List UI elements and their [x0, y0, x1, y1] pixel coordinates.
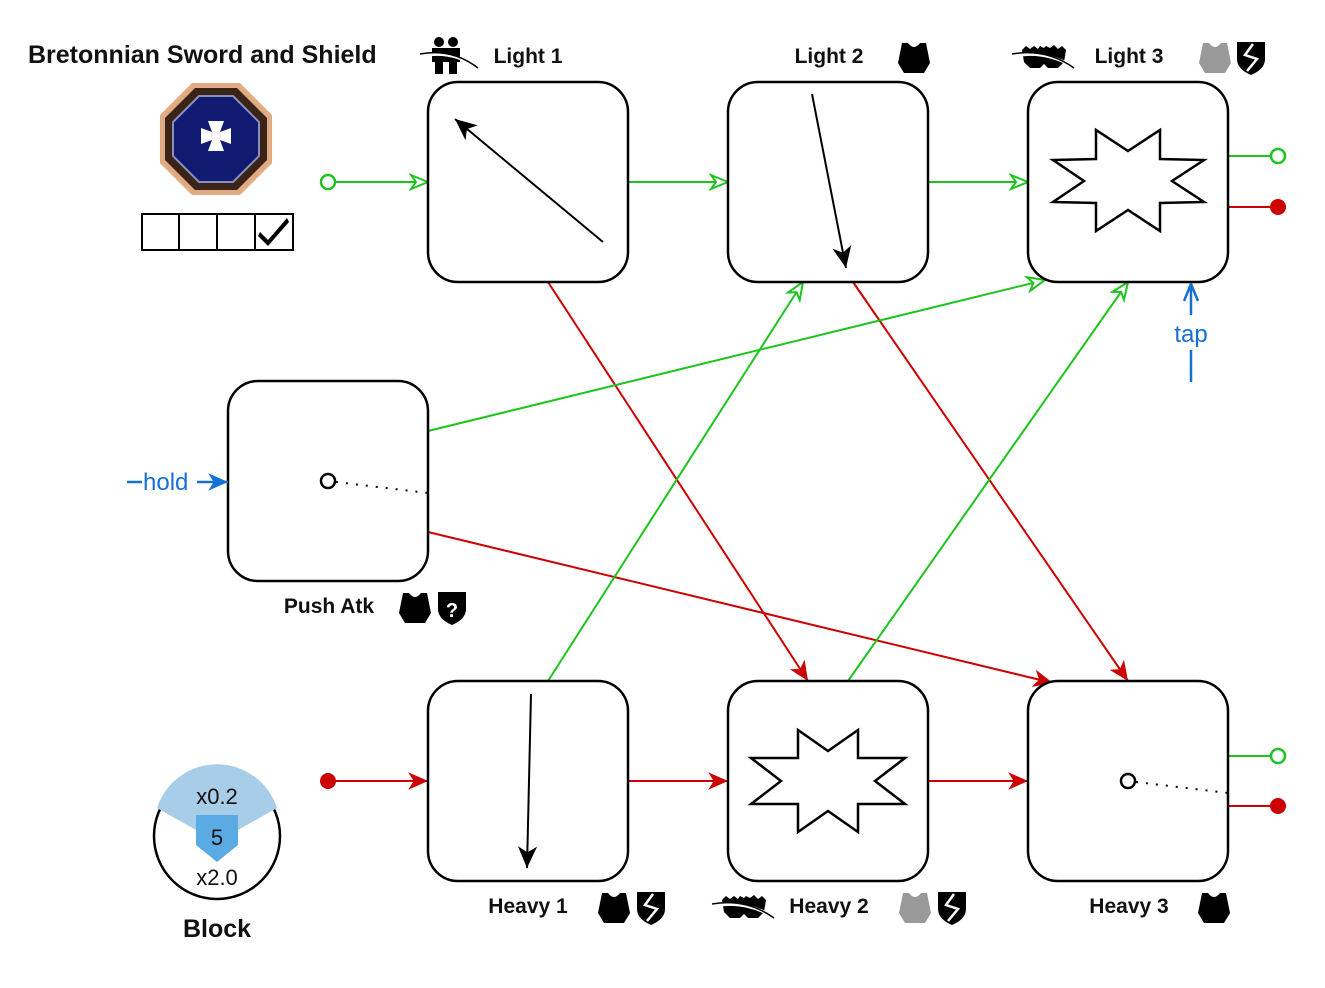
label-light3: Light 3	[1095, 45, 1164, 68]
node-heavy3[interactable]	[1026, 679, 1230, 883]
hold-input: hold	[127, 469, 228, 496]
dot-icon	[319, 472, 337, 490]
node-heavy2[interactable]	[726, 679, 930, 883]
label-light2: Light 2	[795, 45, 864, 68]
shield-broken-icon	[1235, 40, 1267, 77]
armor-grey-icon	[1199, 43, 1231, 73]
motion-arrow-icon	[454, 118, 604, 243]
edge-heavy2-light3	[847, 282, 1128, 682]
heavy-out-port	[1270, 199, 1286, 215]
svg-text:?: ?	[446, 600, 458, 622]
block-label: Block	[183, 915, 251, 943]
label-light1: Light 1	[494, 45, 563, 68]
feet-swept-icon	[1010, 43, 1076, 70]
shield-broken-icon	[936, 890, 968, 927]
feet-swept-icon	[710, 893, 776, 920]
node-light3[interactable]	[1026, 80, 1230, 284]
heavy-out-port	[1270, 798, 1286, 814]
charge-boxes	[141, 213, 294, 251]
start-light-port	[319, 173, 337, 191]
checkmark-icon	[258, 218, 289, 246]
two-figures-swept-icon	[418, 35, 480, 76]
charge-box	[216, 213, 256, 251]
node-light2[interactable]	[726, 80, 930, 284]
hold-label: hold	[143, 469, 188, 496]
motion-arrow-icon	[811, 93, 852, 269]
armor-black-icon	[399, 593, 431, 623]
dot-icon	[1119, 772, 1137, 790]
armor-grey-icon	[899, 893, 931, 923]
burst-icon	[747, 727, 909, 835]
shield-question-icon: ?	[438, 592, 466, 625]
edge-push-light3	[427, 280, 1045, 432]
label-heavy1: Heavy 1	[488, 895, 568, 918]
node-push[interactable]	[226, 379, 430, 583]
start-heavy-port	[320, 773, 336, 789]
tap-input: tap	[1174, 284, 1208, 382]
light-out-port	[1269, 147, 1287, 165]
node-heavy1[interactable]	[426, 679, 630, 883]
page-title: Bretonnian Sword and Shield	[28, 41, 377, 69]
block-badge: x0.2 5 x2.0	[152, 764, 282, 901]
node-light1[interactable]	[426, 80, 630, 284]
label-heavy2: Heavy 2	[789, 895, 868, 918]
edges	[319, 147, 1287, 814]
block-top-multiplier: x0.2	[196, 784, 238, 809]
armor-black-icon	[898, 43, 930, 73]
label-heavy3: Heavy 3	[1089, 895, 1168, 918]
label-push: Push Atk	[284, 595, 375, 618]
tap-label: tap	[1174, 321, 1207, 348]
shield-broken-icon	[635, 890, 667, 927]
edge-light2-heavy3	[852, 281, 1129, 682]
light-out-port	[1269, 747, 1287, 765]
motion-arrow-icon	[517, 693, 538, 869]
edge-light1-heavy2	[547, 281, 809, 682]
edge-heavy1-light2	[547, 282, 803, 682]
armor-black-icon	[598, 893, 630, 923]
block-bottom-multiplier: x2.0	[196, 865, 238, 890]
bretonnia-cross-emblem-icon	[160, 83, 272, 195]
charge-box	[141, 213, 180, 251]
charge-box	[178, 213, 218, 251]
edge-push-heavy3	[427, 531, 1054, 687]
block-value: 5	[211, 825, 223, 850]
armor-black-icon	[1198, 893, 1230, 923]
block-shield-icon	[196, 815, 238, 862]
burst-icon	[1049, 127, 1209, 234]
